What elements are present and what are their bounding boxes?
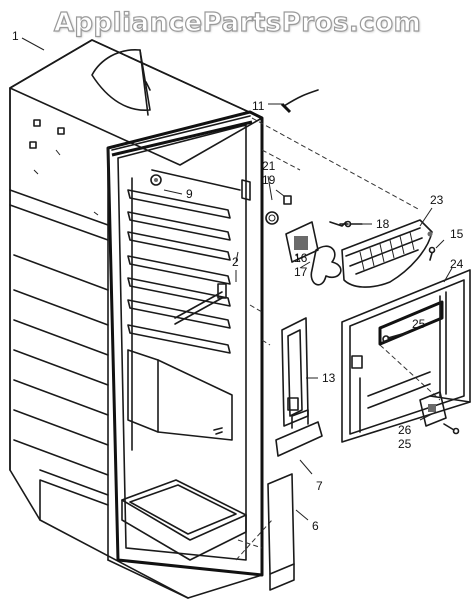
watermark-logo-text: AppliancePartsPros.com xyxy=(53,7,422,38)
callout-9: 9 xyxy=(186,187,193,201)
fan-motor-assembly xyxy=(265,195,349,286)
rear-cover-panel-part xyxy=(341,269,471,443)
bracket-rod-part xyxy=(174,270,237,325)
screw-15-part xyxy=(428,246,436,261)
air-duct-part xyxy=(281,317,309,427)
callout-21: 21 xyxy=(262,159,276,173)
callout-25-lower: 25 xyxy=(398,437,412,451)
callout-6: 6 xyxy=(312,519,319,533)
callout-25-upper: 25 xyxy=(412,317,426,331)
callout-2: 2 xyxy=(232,255,239,269)
callout-24: 24 xyxy=(450,257,464,271)
screw-part xyxy=(150,174,162,186)
callout-16: 16 xyxy=(294,251,308,265)
callout-26: 26 xyxy=(398,423,412,437)
wire-harness-part xyxy=(280,89,319,114)
callout-15: 15 xyxy=(450,227,464,241)
callout-18: 18 xyxy=(376,217,390,231)
baffle-part xyxy=(275,409,323,457)
cabinet-liner xyxy=(9,39,264,599)
callout-19: 19 xyxy=(262,173,276,187)
assembly-leader-lines xyxy=(235,117,441,561)
callout-13: 13 xyxy=(322,371,336,385)
lower-duct-part xyxy=(267,473,295,591)
callout-leader-lines xyxy=(21,37,453,521)
callout-7: 7 xyxy=(316,479,323,493)
callout-labels: 1 2 6 7 9 11 13 15 16 17 18 19 21 23 24 … xyxy=(12,29,464,533)
callout-17: 17 xyxy=(294,265,308,279)
callout-23: 23 xyxy=(430,193,444,207)
small-bracket-part xyxy=(419,391,460,435)
screw-18-part xyxy=(344,220,363,228)
callout-11: 11 xyxy=(252,99,265,113)
evaporator-grille-part xyxy=(341,219,433,288)
callout-1: 1 xyxy=(12,29,19,43)
